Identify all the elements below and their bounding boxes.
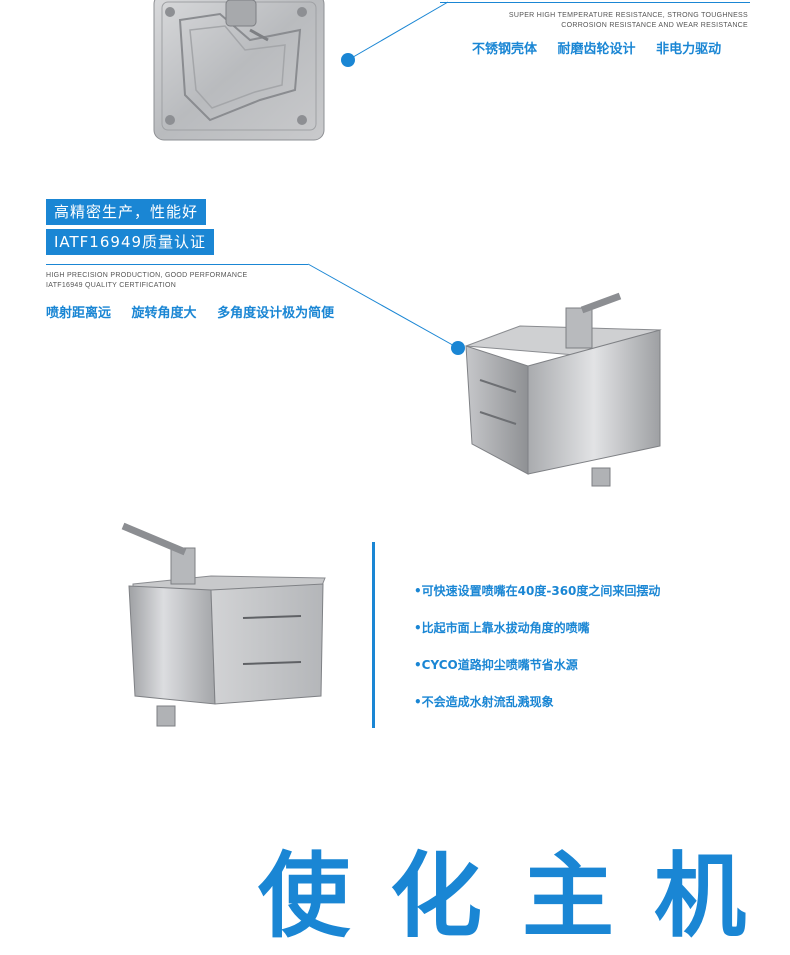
bullet-item-3: •CYCO道路抑尘喷嘴节省水源: [414, 658, 578, 672]
section2-english-text: HIGH PRECISION PRODUCTION, GOOD PERFORMA…: [46, 271, 248, 291]
tag-precision: 高精密生产，性能好: [46, 199, 207, 225]
product-plate-image: [150, 0, 330, 142]
product-box-image-left: [115, 520, 330, 735]
feature-multi-angle: 多角度设计极为简便: [217, 306, 335, 321]
section2-features: 喷射距离远 旋转角度大 多角度设计极为简便: [46, 302, 334, 321]
connector-line-1: [341, 1, 449, 67]
footer-title: 使化主机: [258, 843, 787, 950]
divider-line-mid: [46, 264, 308, 265]
feature-long-range: 喷射距离远: [46, 306, 112, 321]
vertical-divider: [372, 542, 375, 728]
divider-line-top: [440, 2, 750, 3]
feature-large-angle: 旋转角度大: [131, 306, 197, 321]
tag-certification: IATF16949质量认证: [46, 229, 215, 255]
connector-line-2: [307, 263, 465, 355]
feature-non-electric: 非电力驱动: [656, 42, 722, 57]
bullet-item-1: •可快速设置喷嘴在40度-360度之间来回摆动: [414, 584, 661, 598]
section1-english-text: SUPER HIGH TEMPERATURE RESISTANCE, STRON…: [509, 11, 748, 31]
section1-features: 不锈钢壳体 耐磨齿轮设计 非电力驱动: [472, 38, 721, 57]
feature-wear-gear: 耐磨齿轮设计: [557, 42, 636, 57]
section1-en-line1: SUPER HIGH TEMPERATURE RESISTANCE, STRON…: [508, 12, 748, 19]
section1-en-line2: CORROSION RESISTANCE AND WEAR RESISTANCE: [561, 22, 748, 29]
section2-en-line1: HIGH PRECISION PRODUCTION, GOOD PERFORMA…: [46, 272, 248, 279]
bullet-item-4: •不会造成水射流乱溅现象: [414, 695, 554, 709]
feature-stainless-shell: 不锈钢壳体: [472, 42, 538, 57]
product-box-image-right: [460, 288, 670, 488]
section2-en-line2: IATF16949 QUALITY CERTIFICATION: [46, 282, 177, 289]
bullet-list: •可快速设置喷嘴在40度-360度之间来回摆动 •比起市面上靠水拔动角度的喷嘴 …: [414, 582, 660, 710]
section2-tags: 高精密生产，性能好: [46, 199, 207, 225]
section2-tag2-wrap: IATF16949质量认证: [46, 229, 215, 255]
bullet-item-2: •比起市面上靠水拔动角度的喷嘴: [414, 621, 590, 635]
